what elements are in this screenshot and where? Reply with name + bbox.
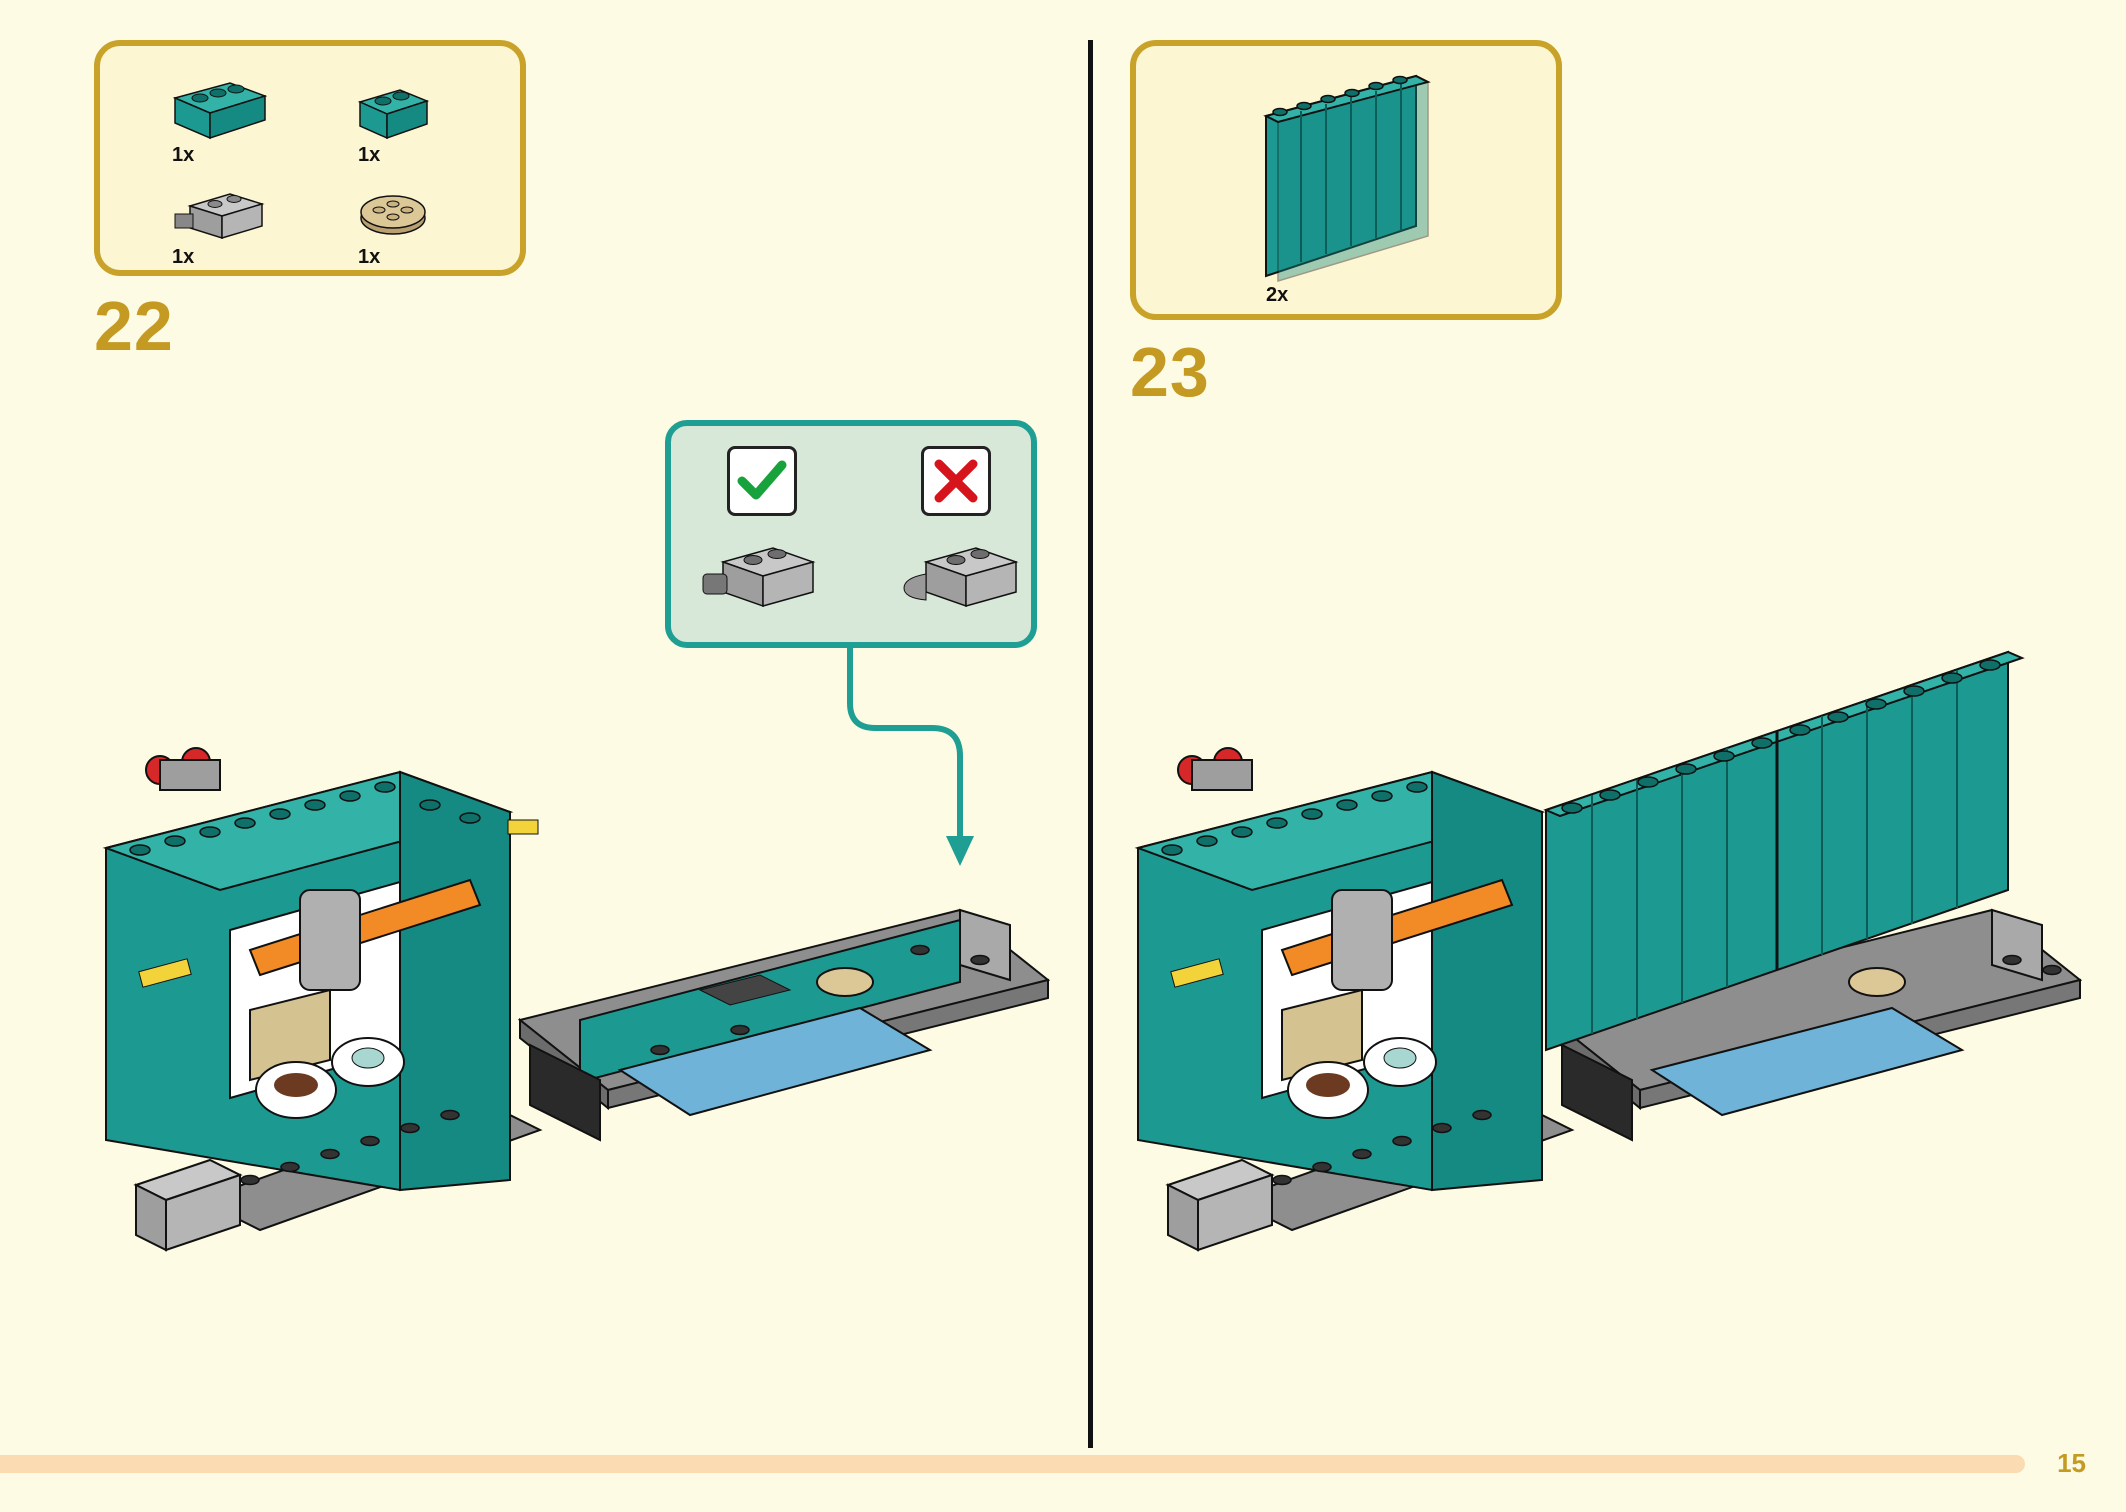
- checkmark-icon: [737, 460, 787, 500]
- part-qty: 1x: [172, 144, 195, 166]
- step-number: 22: [94, 287, 174, 365]
- gray-clip-brick-icon: [174, 193, 265, 240]
- clip-orientation-callout: [665, 420, 1037, 648]
- clip-brick-correct-icon: [702, 547, 816, 608]
- step-23-parts-box: 2x: [1130, 40, 1562, 320]
- part-qty: 1x: [358, 144, 381, 166]
- callout-arrow-icon: [847, 648, 974, 866]
- step-22-parts-box: 1x 1x 1x 1x: [94, 40, 526, 276]
- part-qty: 1x: [172, 246, 195, 268]
- teal-brick-1x3-icon: [172, 82, 268, 140]
- page-divider: [1088, 40, 1093, 1448]
- wrong-mark: [921, 446, 991, 516]
- cross-icon: [934, 459, 978, 503]
- step-22-model-illustration: [102, 747, 1051, 1252]
- step-number: 23: [1130, 333, 1210, 411]
- footer-bar: [0, 1455, 2025, 1473]
- clip-brick-wrong-icon: [903, 547, 1019, 608]
- part-qty: 2x: [1266, 284, 1289, 306]
- teal-brick-1x2-icon: [357, 89, 430, 140]
- step-23-model-illustration: [1134, 650, 2083, 1252]
- page-number: 15: [2057, 1448, 2086, 1478]
- teal-panel-1x6x5-icon: [1263, 74, 1431, 283]
- part-qty: 1x: [358, 246, 381, 268]
- tan-round-plate-icon: [360, 195, 426, 235]
- correct-mark: [727, 446, 797, 516]
